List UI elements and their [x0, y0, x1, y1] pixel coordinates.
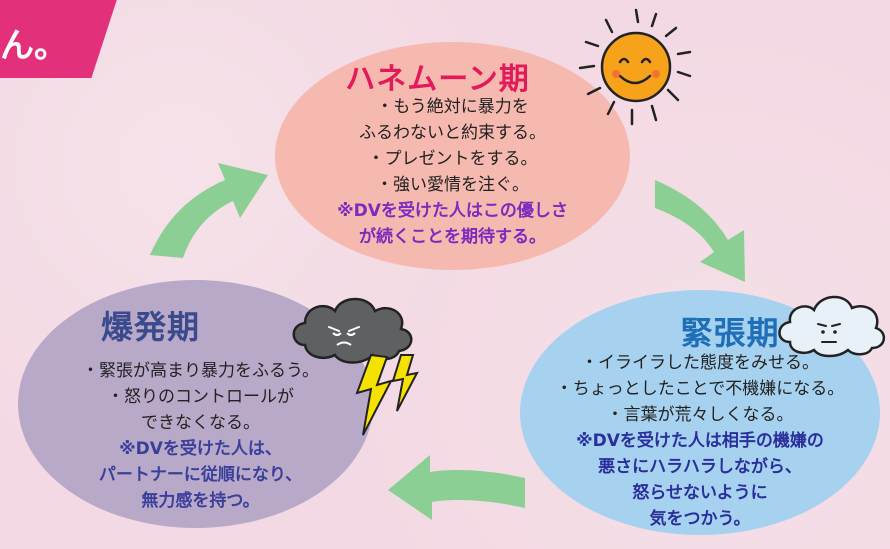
explosion-note: 無力感を持つ。: [141, 491, 260, 511]
tension-phase-text: ・イライラした態度をみせる。 ・ちょっとしたことで不機嫌になる。 ・言葉が荒々し…: [520, 350, 880, 532]
explosion-line: できなくなる。: [141, 413, 260, 433]
explosion-line: ・怒りのコントロールが: [107, 387, 294, 407]
tension-line: ・ちょっとしたことで不機嫌になる。: [555, 379, 845, 399]
tension-phase-title: 緊張期: [680, 314, 780, 352]
tension-note: 気をつかう。: [649, 509, 751, 529]
explosion-phase-text: ・緊張が高まり暴力をふるう。 ・怒りのコントロールが できなくなる。 ※DVを受…: [28, 358, 373, 514]
worried-cloud-icon: [778, 295, 885, 358]
honeymoon-phase-title: ハネムーン期: [345, 62, 530, 97]
honeymoon-line: ふるわないと約束する。: [359, 123, 546, 143]
explosion-phase-title: 爆発期: [100, 308, 200, 346]
honeymoon-line: ・プレゼントをする。: [367, 149, 538, 169]
tension-note: 悪さにハラハラしながら、: [598, 457, 802, 477]
honeymoon-note: が続くことを期待する。: [359, 227, 546, 247]
honeymoon-phase-bubble: ハネムーン期 ・もう絶対に暴力を ふるわないと約束する。 ・プレゼントをする。 …: [275, 42, 630, 270]
honeymoon-line: ・もう絶対に暴力を: [376, 97, 529, 117]
arrow-explosion-to-honeymoon: [150, 163, 268, 258]
explosion-line: ・緊張が高まり暴力をふるう。: [82, 361, 319, 381]
honeymoon-note: ※DVを受けた人はこの優しさ: [337, 201, 568, 221]
corner-text: ん。: [0, 26, 68, 66]
honeymoon-line: ・強い愛情を注ぐ。: [376, 175, 529, 195]
explosion-note: パートナーに従順になり、: [98, 465, 303, 485]
explosion-note: ※DVを受けた人は、: [119, 439, 282, 459]
tension-note: ※DVを受けた人は相手の機嫌の: [576, 431, 824, 451]
tension-note: 怒らせないように: [632, 483, 768, 503]
arrow-honeymoon-to-tension: [655, 180, 745, 282]
arrow-tension-to-explosion: [388, 455, 525, 520]
smiling-sun-icon: [578, 8, 692, 126]
tension-line: ・言葉が荒々しくなる。: [606, 405, 794, 425]
storm-cloud-lightning-icon: [292, 297, 419, 436]
honeymoon-phase-text: ・もう絶対に暴力を ふるわないと約束する。 ・プレゼントをする。 ・強い愛情を注…: [275, 94, 630, 250]
tension-line: ・イライラした態度をみせる。: [581, 353, 819, 373]
